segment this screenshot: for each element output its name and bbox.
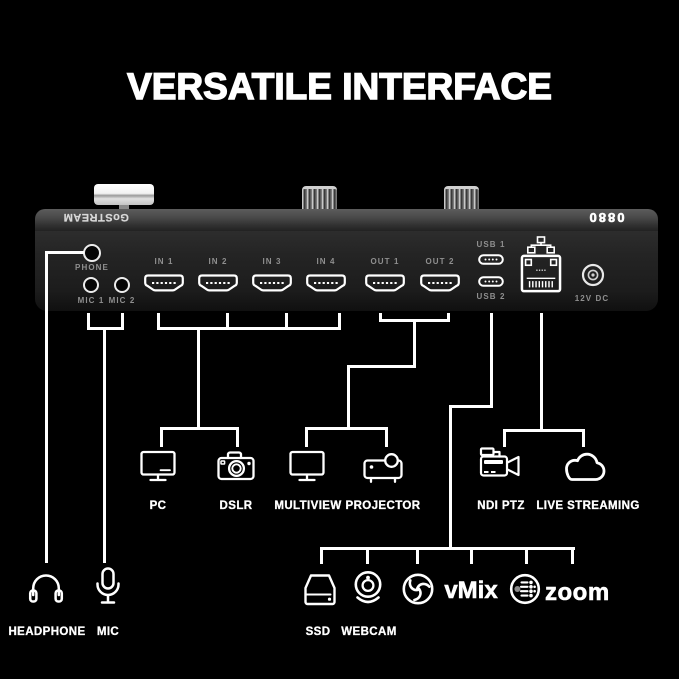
model-badge: 0880 (587, 210, 625, 226)
line-vmix-drop (470, 547, 473, 564)
line-phone-v (45, 251, 48, 563)
line-in1-stub (157, 313, 160, 330)
line-lan-v (540, 313, 543, 432)
line-out1-stub (379, 313, 382, 322)
pc-label: PC (149, 500, 167, 512)
line-apps-bracket (320, 547, 575, 550)
usb1-port-label: USB 1 (476, 240, 506, 249)
ndi-ptz-camera-icon (479, 447, 520, 477)
headphone-label: HEADPHONE (8, 626, 86, 638)
fader-handle (94, 184, 154, 205)
line-multi-proj-bracket (305, 427, 388, 430)
in2-port-label: IN 2 (208, 257, 228, 266)
line-out2-stub (447, 313, 450, 322)
knob-1 (302, 186, 337, 213)
line-live-drop (582, 429, 585, 447)
headphone-icon (28, 574, 64, 603)
line-ssd-drop (320, 547, 323, 564)
line-mic-stub1 (87, 313, 90, 330)
brand-logo: GoSTREAM (63, 211, 129, 223)
in3-port-label: IN 3 (262, 257, 282, 266)
line-in-v (197, 327, 200, 430)
vmix-logo-text: vMix (444, 577, 498, 605)
dc-port-label: 12V DC (574, 294, 610, 303)
line-out-v2 (347, 365, 350, 430)
line-pc-drop (160, 427, 163, 447)
line-multiview-drop (305, 427, 308, 447)
out2-port-label: OUT 2 (425, 257, 455, 266)
multiview-label: MULTIVIEW (274, 500, 342, 512)
device-top-face (35, 209, 658, 232)
dslr-label: DSLR (219, 500, 253, 512)
in1-port-label: IN 1 (154, 257, 174, 266)
mic-label: MIC (96, 626, 120, 638)
line-out-jog-h (347, 365, 416, 368)
mic1-port-label: MIC 1 (77, 296, 105, 305)
usb-c2-port-icon (478, 276, 504, 287)
hdmi-in4-port-icon (306, 274, 346, 292)
obs-logo-icon (402, 573, 434, 605)
ndi-ptz-label: NDI PTZ (477, 500, 525, 512)
page-title: VERSATILE INTERFACE (126, 65, 552, 107)
line-dslr-drop (236, 427, 239, 447)
mic1-jack-port (83, 277, 99, 293)
ssd-drive-icon (304, 574, 336, 606)
hdmi-in1-port-icon (144, 274, 184, 292)
line-projector-drop (385, 427, 388, 447)
line-usb-v1 (490, 313, 493, 408)
restream-logo-icon (509, 573, 541, 605)
hdmi-in3-port-icon (252, 274, 292, 292)
zoom-logo-text: zoom (545, 579, 610, 607)
phone-port-label: PHONE (75, 263, 109, 272)
line-webcam-drop (366, 547, 369, 564)
line-obs-drop (416, 547, 419, 564)
device-front-face (35, 231, 658, 311)
webcam-icon (354, 571, 382, 604)
dslr-camera-icon (217, 451, 255, 481)
line-in-bracket (157, 327, 341, 330)
line-usb-jog-h (449, 405, 493, 408)
line-pc-dslr-bracket (160, 427, 239, 430)
line-in3-stub (285, 313, 288, 330)
line-mic-stub2 (121, 313, 124, 330)
webcam-label: WEBCAM (341, 626, 397, 638)
line-out-v1 (413, 319, 416, 368)
dc-power-port-icon (581, 263, 605, 287)
line-in4-stub (338, 313, 341, 330)
mic2-port-label: MIC 2 (108, 296, 136, 305)
line-restream-drop (525, 547, 528, 564)
in4-port-label: IN 4 (316, 257, 336, 266)
line-phone-h (46, 251, 84, 254)
hdmi-out2-port-icon (420, 274, 460, 292)
ssd-label: SSD (305, 626, 331, 638)
pc-monitor-icon (140, 450, 176, 482)
line-in2-stub (226, 313, 229, 330)
ethernet-rj45-port-icon (520, 254, 562, 293)
line-usb-v2 (449, 405, 452, 550)
line-ndi-drop (503, 429, 506, 447)
phone-jack-port (83, 244, 101, 262)
hdmi-in2-port-icon (198, 274, 238, 292)
projector-icon (363, 453, 403, 483)
multiview-monitor-icon (289, 450, 325, 482)
lan-network-icon (526, 236, 556, 254)
projector-label: PROJECTOR (345, 500, 421, 512)
fader-stem (119, 203, 129, 211)
usb2-port-label: USB 2 (476, 292, 506, 301)
live-streaming-cloud-icon (565, 452, 606, 481)
live-streaming-label: LIVE STREAMING (536, 500, 640, 512)
knob-2 (444, 186, 479, 213)
mic-icon (96, 567, 120, 604)
line-mic-v (103, 327, 106, 563)
mic2-jack-port (114, 277, 130, 293)
usb-c1-port-icon (478, 254, 504, 265)
line-zoom-drop (571, 547, 574, 564)
hdmi-out1-port-icon (365, 274, 405, 292)
line-ndi-live-bracket (503, 429, 585, 432)
out1-port-label: OUT 1 (370, 257, 400, 266)
